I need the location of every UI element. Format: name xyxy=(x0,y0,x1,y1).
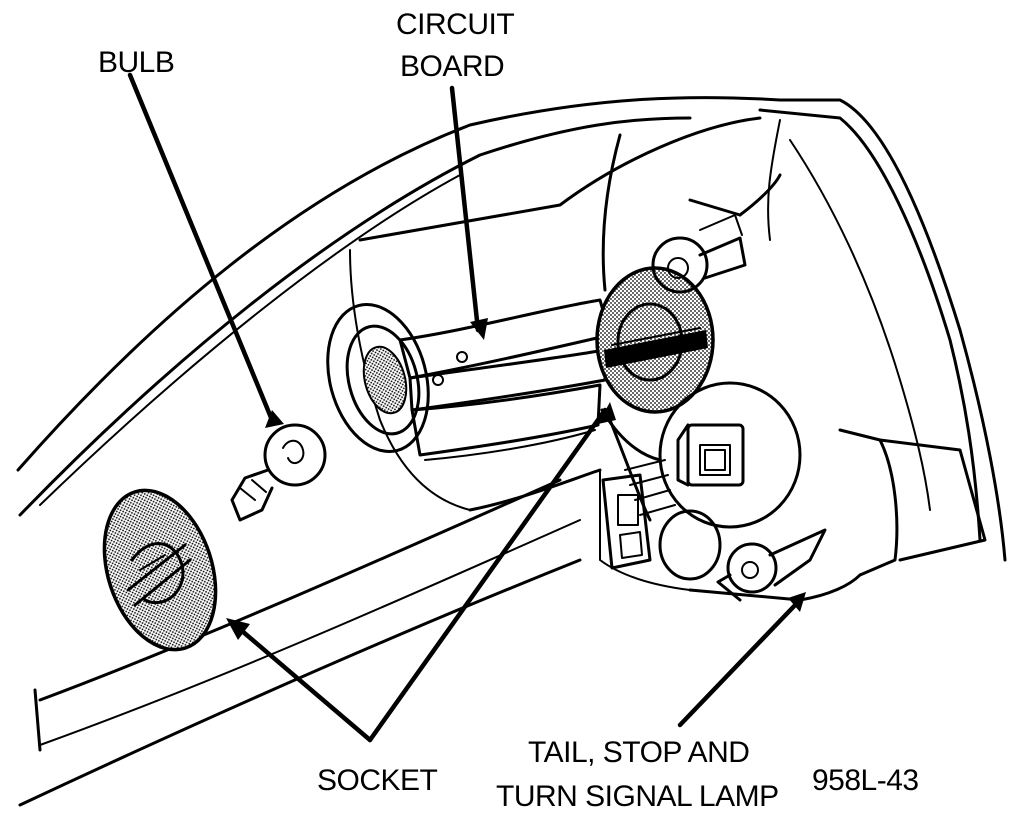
lamp-pointer xyxy=(677,597,803,728)
socket-pointer-left xyxy=(232,622,373,743)
socket-right-arrowhead xyxy=(598,402,616,424)
lower-stud xyxy=(658,509,827,602)
circuit-board-pointer xyxy=(449,85,481,333)
bulb-label: BULB xyxy=(98,46,174,79)
socket-label: SOCKET xyxy=(317,764,438,797)
lamp-label-line2: TURN SIGNAL LAMP xyxy=(496,780,779,813)
loose-socket xyxy=(102,488,218,652)
circuit-board-label-line2: BOARD xyxy=(400,50,504,83)
circuit-board-arrowhead xyxy=(470,318,488,340)
socket-pointer-right xyxy=(367,407,608,743)
vehicle-body xyxy=(16,96,1007,807)
upper-stud xyxy=(651,173,782,294)
wiring-connector xyxy=(658,381,802,529)
lamp-housing xyxy=(349,116,987,602)
leader-lines xyxy=(127,72,806,743)
lamp-label-line1: TAIL, STOP AND xyxy=(528,736,749,769)
main-socket xyxy=(595,266,715,522)
bulb-pointer xyxy=(127,72,275,423)
circuit-board-label-line1: CIRCUIT xyxy=(396,8,514,41)
lamp-arrowhead xyxy=(788,592,806,612)
bulb-arrowhead xyxy=(265,410,284,428)
bulb xyxy=(230,423,327,522)
figure-id: 958L-43 xyxy=(812,764,919,797)
circuit-board xyxy=(398,298,612,461)
socket-left-arrowhead xyxy=(226,618,250,640)
left-socket-mount xyxy=(326,302,430,454)
lamp-bracket xyxy=(601,473,652,570)
